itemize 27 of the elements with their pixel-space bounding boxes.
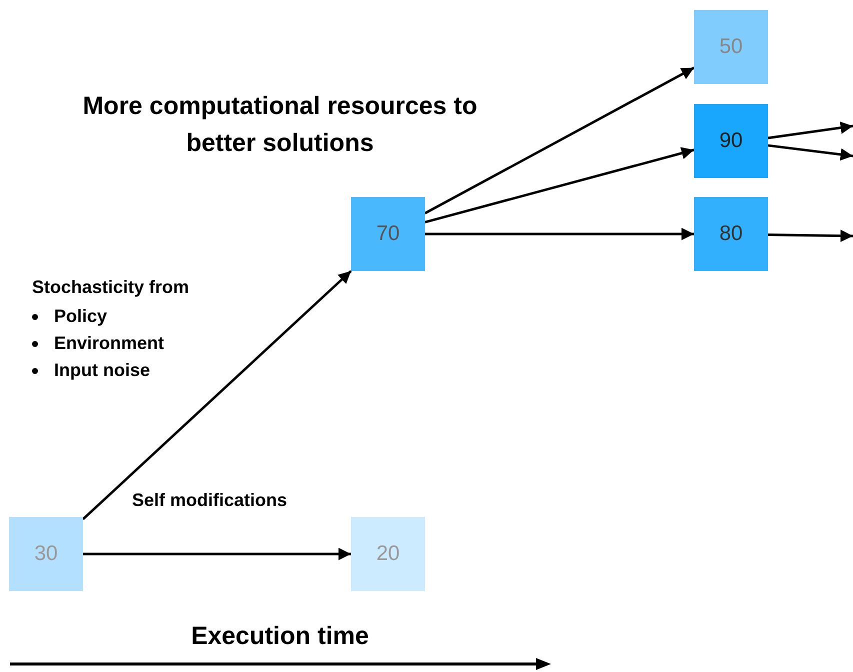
title: More computational resources to better solutions	[82, 91, 478, 159]
bullet-item: Environment	[54, 332, 164, 355]
arrow	[768, 144, 853, 161]
arrow	[83, 548, 351, 560]
arrow	[768, 122, 853, 140]
value-text: 30	[34, 542, 58, 566]
value-text: 70	[376, 222, 400, 246]
value-box	[9, 517, 83, 591]
value-text: 20	[376, 542, 400, 566]
value-box	[351, 197, 425, 271]
value-box	[351, 517, 425, 591]
value-box	[694, 197, 768, 271]
value-box	[694, 10, 768, 84]
arrow	[425, 228, 694, 240]
annotation-text: Self modifications	[132, 490, 288, 511]
arrow	[424, 147, 694, 224]
arrow	[82, 270, 352, 520]
bullet-item: Policy	[54, 305, 108, 328]
value-text: 90	[719, 129, 743, 153]
arrow	[424, 66, 695, 214]
value-box	[694, 104, 768, 178]
axis-label: Execution time	[190, 622, 370, 651]
arrow	[768, 230, 853, 242]
list-heading: Stochasticity from	[32, 277, 190, 298]
value-text: 50	[719, 35, 743, 59]
bullet-item: Input noise	[54, 359, 150, 382]
value-text: 80	[719, 222, 743, 246]
